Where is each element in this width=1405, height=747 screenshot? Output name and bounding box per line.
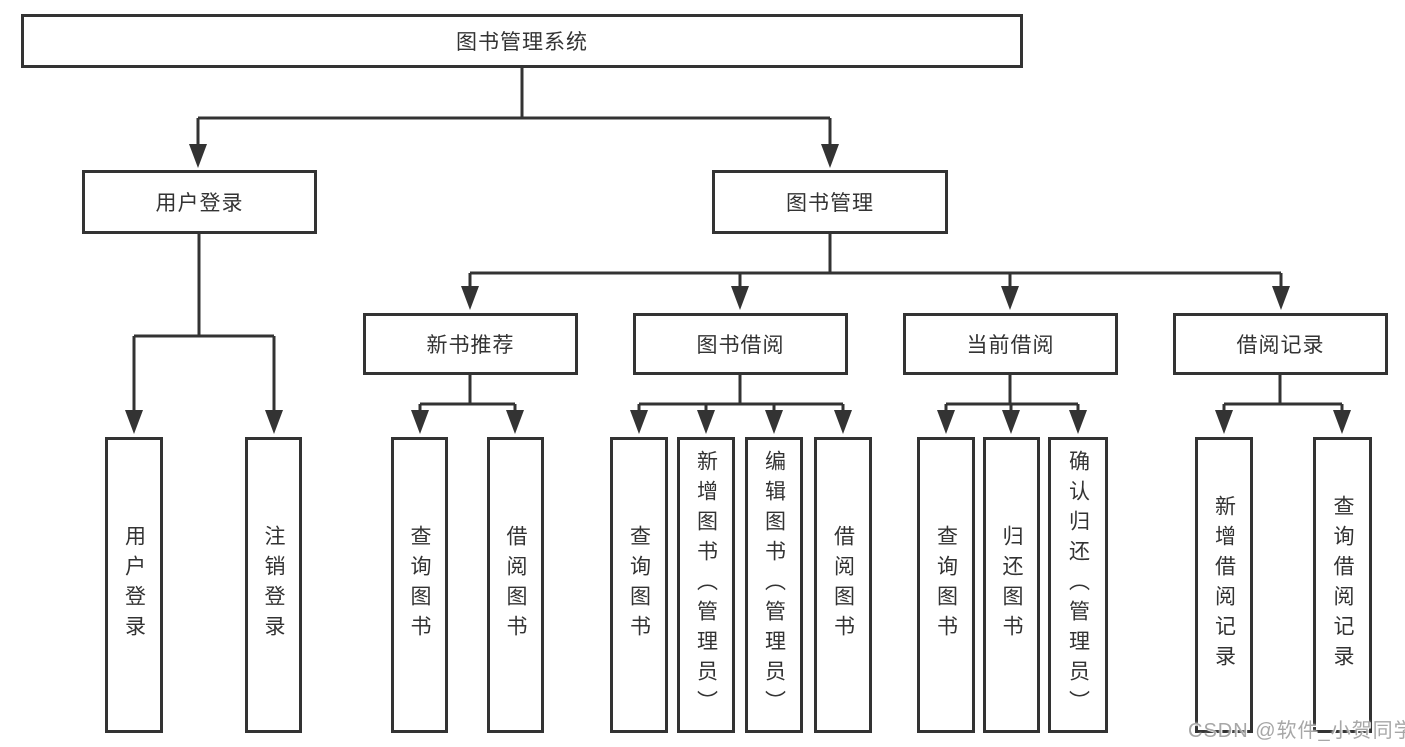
leaf-query-books-current-label: 查询图书 xyxy=(934,525,958,645)
connector-book-management-children xyxy=(461,234,1290,310)
leaf-confirm-return-admin-label: 确认归还（管理员） xyxy=(1066,450,1090,720)
leaf-query-books-borrow-label: 查询图书 xyxy=(627,525,651,645)
leaf-borrow-books-2-label: 借阅图书 xyxy=(831,525,855,645)
leaf-user-login: 用户登录 xyxy=(105,437,163,733)
leaf-add-borrow-record-label: 新增借阅记录 xyxy=(1212,495,1236,675)
leaf-edit-book-admin: 编辑图书（管理员） xyxy=(745,437,803,733)
connector-root-to-level2 xyxy=(189,68,839,168)
connector-borrow-records-children xyxy=(1215,375,1351,434)
leaf-borrow-books-recommend-label: 借阅图书 xyxy=(504,525,528,645)
connector-current-borrow-children xyxy=(937,375,1087,434)
leaf-query-books-current: 查询图书 xyxy=(917,437,975,733)
leaf-confirm-return-admin: 确认归还（管理员） xyxy=(1048,437,1108,733)
leaf-query-borrow-record-label: 查询借阅记录 xyxy=(1331,495,1355,675)
node-library-management-system: 图书管理系统 xyxy=(21,14,1023,68)
leaf-return-book-label: 归还图书 xyxy=(1000,525,1024,645)
node-book-borrow: 图书借阅 xyxy=(633,313,848,375)
leaf-query-books-recommend-label: 查询图书 xyxy=(408,525,432,645)
leaf-query-borrow-record: 查询借阅记录 xyxy=(1313,437,1372,733)
leaf-query-books-borrow: 查询图书 xyxy=(610,437,668,733)
leaf-user-login-label: 用户登录 xyxy=(122,525,146,645)
leaf-add-book-admin: 新增图书（管理员） xyxy=(677,437,735,733)
leaf-return-book: 归还图书 xyxy=(983,437,1040,733)
node-book-management: 图书管理 xyxy=(712,170,948,234)
node-user-login: 用户登录 xyxy=(82,170,317,234)
leaf-query-books-recommend: 查询图书 xyxy=(391,437,448,733)
leaf-borrow-books-recommend: 借阅图书 xyxy=(487,437,544,733)
leaf-edit-book-admin-label: 编辑图书（管理员） xyxy=(762,450,786,720)
leaf-logout-login-label: 注销登录 xyxy=(262,525,286,645)
node-new-book-recommend: 新书推荐 xyxy=(363,313,578,375)
csdn-watermark: CSDN @软件_小贺同学 xyxy=(1188,720,1405,742)
leaf-add-book-admin-label: 新增图书（管理员） xyxy=(694,450,718,720)
leaf-add-borrow-record: 新增借阅记录 xyxy=(1195,437,1253,733)
connector-new-book-recommend-children xyxy=(411,375,524,434)
leaf-borrow-books-2: 借阅图书 xyxy=(814,437,872,733)
connector-user-login-children xyxy=(125,234,283,434)
node-current-borrow: 当前借阅 xyxy=(903,313,1118,375)
node-borrow-records: 借阅记录 xyxy=(1173,313,1388,375)
connector-book-borrow-children xyxy=(630,375,852,434)
leaf-logout-login: 注销登录 xyxy=(245,437,302,733)
